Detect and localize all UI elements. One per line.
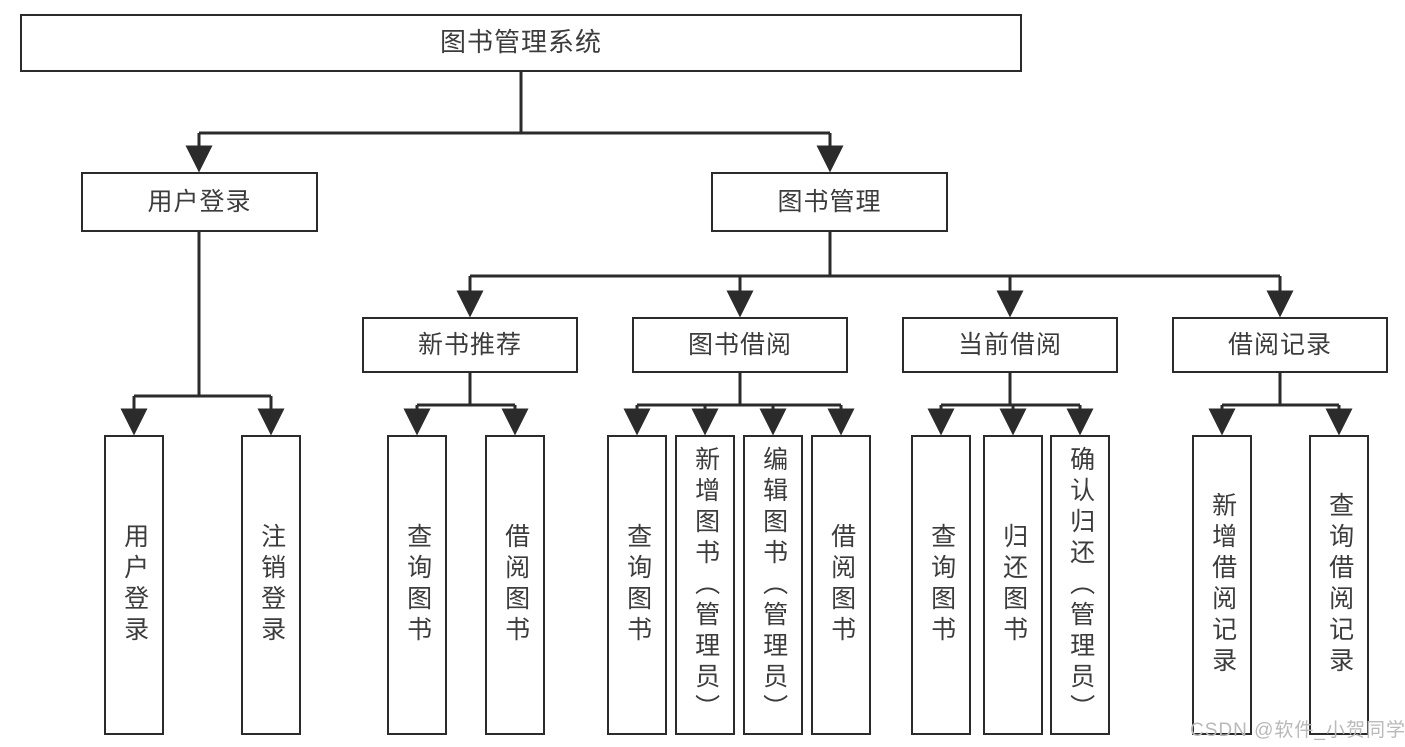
node-leaf-add-borrow-record[interactable]: 新增借阅记录: [1192, 435, 1252, 735]
node-leaf-return-book[interactable]: 归还图书: [983, 435, 1043, 735]
node-leaf-query-book-1[interactable]: 查询图书: [387, 435, 447, 735]
node-label: 归还图书: [999, 523, 1028, 647]
node-label: 查询图书: [623, 523, 652, 647]
node-book-borrow[interactable]: 图书借阅: [632, 317, 848, 373]
node-leaf-edit-book-admin[interactable]: 编辑图书（管理员）: [743, 435, 803, 735]
node-leaf-query-book-3[interactable]: 查询图书: [911, 435, 971, 735]
csdn-watermark: CSDN @软件_小贺同学: [1190, 720, 1405, 741]
node-label: 当前借阅: [957, 331, 1062, 359]
node-label: 编辑图书（管理员）: [759, 445, 788, 725]
node-label: 新增图书（管理员）: [691, 445, 720, 725]
node-leaf-logout[interactable]: 注销登录: [241, 435, 301, 735]
node-label: 新增借阅记录: [1208, 492, 1237, 678]
node-leaf-confirm-return-admin[interactable]: 确认归还（管理员）: [1050, 435, 1110, 735]
node-root-system[interactable]: 图书管理系统: [20, 14, 1022, 72]
node-label: 图书管理系统: [439, 27, 602, 58]
node-borrow-record[interactable]: 借阅记录: [1172, 317, 1388, 373]
node-leaf-query-borrow-record[interactable]: 查询借阅记录: [1309, 435, 1369, 735]
node-leaf-add-book-admin[interactable]: 新增图书（管理员）: [675, 435, 735, 735]
node-label: 借阅图书: [501, 523, 530, 647]
node-label: 注销登录: [257, 523, 286, 647]
node-new-book-recommend[interactable]: 新书推荐: [362, 317, 578, 373]
node-label: 新书推荐: [417, 331, 522, 359]
node-leaf-borrow-book-2[interactable]: 借阅图书: [811, 435, 871, 735]
node-label: 用户登录: [147, 188, 252, 216]
node-leaf-user-login[interactable]: 用户登录: [104, 435, 164, 735]
node-label: 查询借阅记录: [1325, 492, 1354, 678]
node-label: 借阅图书: [827, 523, 856, 647]
node-user-login[interactable]: 用户登录: [81, 172, 318, 232]
node-label: 借阅记录: [1227, 331, 1332, 359]
node-label: 确认归还（管理员）: [1066, 445, 1095, 725]
node-label: 用户登录: [120, 523, 149, 647]
node-current-borrow[interactable]: 当前借阅: [902, 317, 1118, 373]
node-label: 图书管理: [777, 188, 882, 216]
node-label: 图书借阅: [687, 331, 792, 359]
node-label: 查询图书: [403, 523, 432, 647]
node-leaf-query-book-2[interactable]: 查询图书: [607, 435, 667, 735]
node-book-manage[interactable]: 图书管理: [711, 172, 948, 232]
node-leaf-borrow-book-1[interactable]: 借阅图书: [485, 435, 545, 735]
node-label: 查询图书: [927, 523, 956, 647]
